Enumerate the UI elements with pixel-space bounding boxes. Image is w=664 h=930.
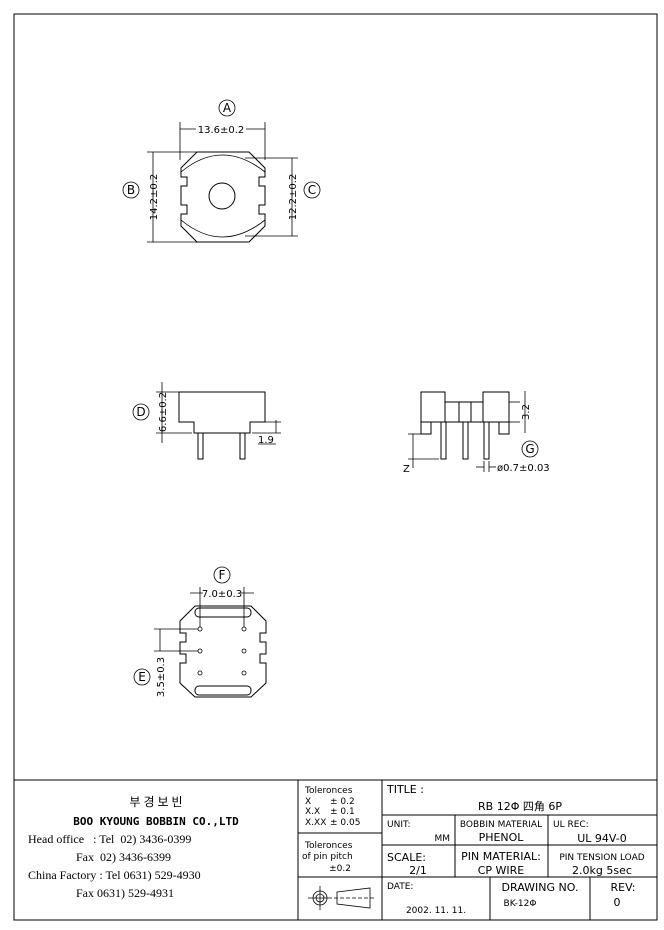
tolerance-value: ± 0.05 bbox=[330, 818, 360, 828]
drawing-title: RB 12Φ 四角 6P bbox=[478, 800, 562, 813]
date-label: DATE: bbox=[387, 882, 413, 892]
dim-width: 13.6±0.2 bbox=[198, 125, 245, 136]
label-b: B bbox=[127, 183, 135, 197]
unit-value: MM bbox=[434, 834, 450, 844]
contact-line: Head office : Tel 02) 3436-0399 bbox=[28, 832, 191, 846]
tolerance-value: ± 0.1 bbox=[330, 807, 355, 817]
rev-label: REV: bbox=[611, 881, 636, 894]
label-c: C bbox=[308, 183, 316, 197]
pin-material-value: CP WIRE bbox=[478, 864, 525, 877]
tolerances-title: Toleronces bbox=[304, 786, 353, 796]
dim-inner: 12.2±0.2 bbox=[288, 174, 299, 221]
company-korean-name: 부 경 보 빈 bbox=[129, 795, 182, 809]
drawing-no-label: DRAWING NO. bbox=[502, 881, 579, 894]
bobbin-material-label: BOBBIN MATERIAL bbox=[460, 820, 542, 830]
dim-side-height: 6.6±0.2 bbox=[158, 392, 169, 432]
dim-pitch-y: 3.5±0.3 bbox=[156, 657, 167, 697]
label-d: D bbox=[136, 405, 145, 419]
pitch-value: ±0.2 bbox=[329, 864, 351, 874]
bobbin-material-value: PHENOL bbox=[479, 831, 525, 844]
rev-value: 0 bbox=[614, 896, 621, 909]
pin-material-label: PIN MATERIAL: bbox=[461, 850, 541, 863]
company-name: BOO KYOUNG BOBBIN CO.,LTD bbox=[73, 815, 239, 828]
pitch-label-1: Toleronces bbox=[304, 841, 353, 851]
label-a: A bbox=[223, 101, 232, 115]
dim-pitch-x: 7.0±0.3 bbox=[202, 589, 242, 600]
label-f: F bbox=[219, 568, 226, 582]
pin-tension-value: 2.0kg 5sec bbox=[572, 864, 632, 877]
ul-rec-label: UL REC: bbox=[553, 820, 589, 830]
pin-tension-label: PIN TENSION LOAD bbox=[559, 853, 644, 863]
tolerance-value: ± 0.2 bbox=[330, 797, 355, 807]
label-g: G bbox=[525, 442, 534, 456]
dim-pin-dia: ø0.7±0.03 bbox=[497, 463, 550, 474]
tolerance-key: X.X bbox=[305, 807, 320, 817]
pitch-label-2: of pin pitch bbox=[302, 852, 353, 862]
unit-label: UNIT: bbox=[387, 820, 411, 830]
ul-rec-value: UL 94V-0 bbox=[577, 832, 627, 845]
projection-symbol-icon bbox=[308, 886, 376, 910]
sheet-border bbox=[13, 13, 658, 921]
dim-z: Z bbox=[403, 464, 410, 475]
contact-line: China Factory : Tel 0631) 529-4930 bbox=[28, 868, 201, 882]
drawing-no-value: BK-12Φ bbox=[504, 899, 537, 909]
contact-line: Fax 02) 3436-6399 bbox=[28, 850, 171, 864]
tolerance-key: X bbox=[305, 797, 311, 807]
scale-label: SCALE: bbox=[387, 851, 426, 864]
bottom-view: 7.0±0.3 3.5±0.3 F E bbox=[133, 566, 267, 698]
label-e: E bbox=[138, 670, 146, 684]
contact-line: Fax 0631) 529-4931 bbox=[28, 886, 174, 900]
date-value: 2002. 11. 11. bbox=[406, 906, 466, 916]
title-block: 부 경 보 빈 BOO KYOUNG BOBBIN CO.,LTD Head o… bbox=[14, 779, 657, 920]
dim-front-height: 3.2 bbox=[521, 404, 532, 420]
tolerance-key: X.XX bbox=[305, 818, 326, 828]
scale-value: 2/1 bbox=[409, 864, 427, 877]
title-label: TITLE : bbox=[386, 783, 424, 796]
top-view: 13.6±0.2 14.2±0.2 12.2±0.2 A B C bbox=[122, 99, 321, 243]
dim-height: 14.2±0.2 bbox=[149, 174, 160, 221]
front-view: 3.2 ø0.7±0.03 Z G bbox=[403, 391, 550, 475]
side-view: 6.6±0.2 1.9 D bbox=[132, 382, 281, 460]
dim-step: 1.9 bbox=[258, 435, 274, 446]
